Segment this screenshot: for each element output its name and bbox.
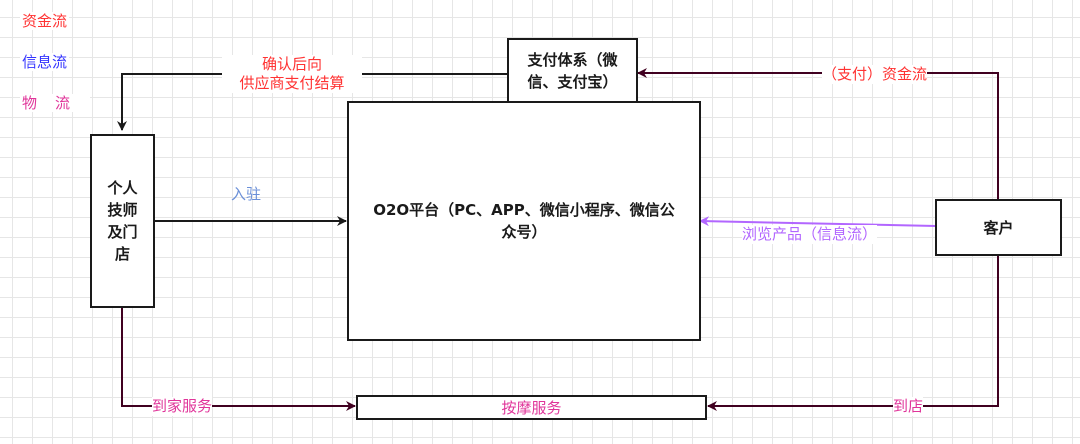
legend-money-flow: 资金流 [20, 12, 70, 30]
browse-arrow [699, 216, 937, 227]
technician-store-node: 个人技师及门店 [90, 134, 155, 308]
payment-system-node: 支付体系（微信、支付宝） [507, 38, 638, 104]
in-store-label: 到店 [893, 397, 924, 416]
settlement-label: 确认后向 供应商支付结算 [222, 55, 362, 93]
massage-service-node: 按摩服务 [356, 395, 707, 420]
payment-money-label: （支付）资金流 [822, 65, 928, 84]
settlement-arrow [117, 73, 508, 131]
customer-node: 客户 [935, 199, 1062, 256]
payment-system-label: 支付体系（微信、支付宝） [527, 51, 618, 91]
o2o-platform-node: O2O平台（PC、APP、微信小程序、微信公众号） [347, 101, 701, 341]
legend-goods-flow: 物流 [20, 94, 91, 112]
payment-money-arrow [637, 68, 999, 200]
in-store-arrow [707, 255, 999, 411]
onboard-label: 入驻 [231, 185, 262, 203]
technician-store-label: 个人技师及门店 [107, 179, 138, 263]
home-service-label: 到家服务 [152, 397, 213, 416]
legend-info-flow: 信息流 [20, 53, 70, 71]
browse-label: 浏览产品（信息流） [742, 225, 878, 244]
massage-service-label: 按摩服务 [501, 398, 562, 417]
o2o-platform-label: O2O平台（PC、APP、微信小程序、微信公众号） [373, 201, 675, 241]
customer-label: 客户 [983, 218, 1014, 237]
home-service-arrow [121, 307, 356, 411]
